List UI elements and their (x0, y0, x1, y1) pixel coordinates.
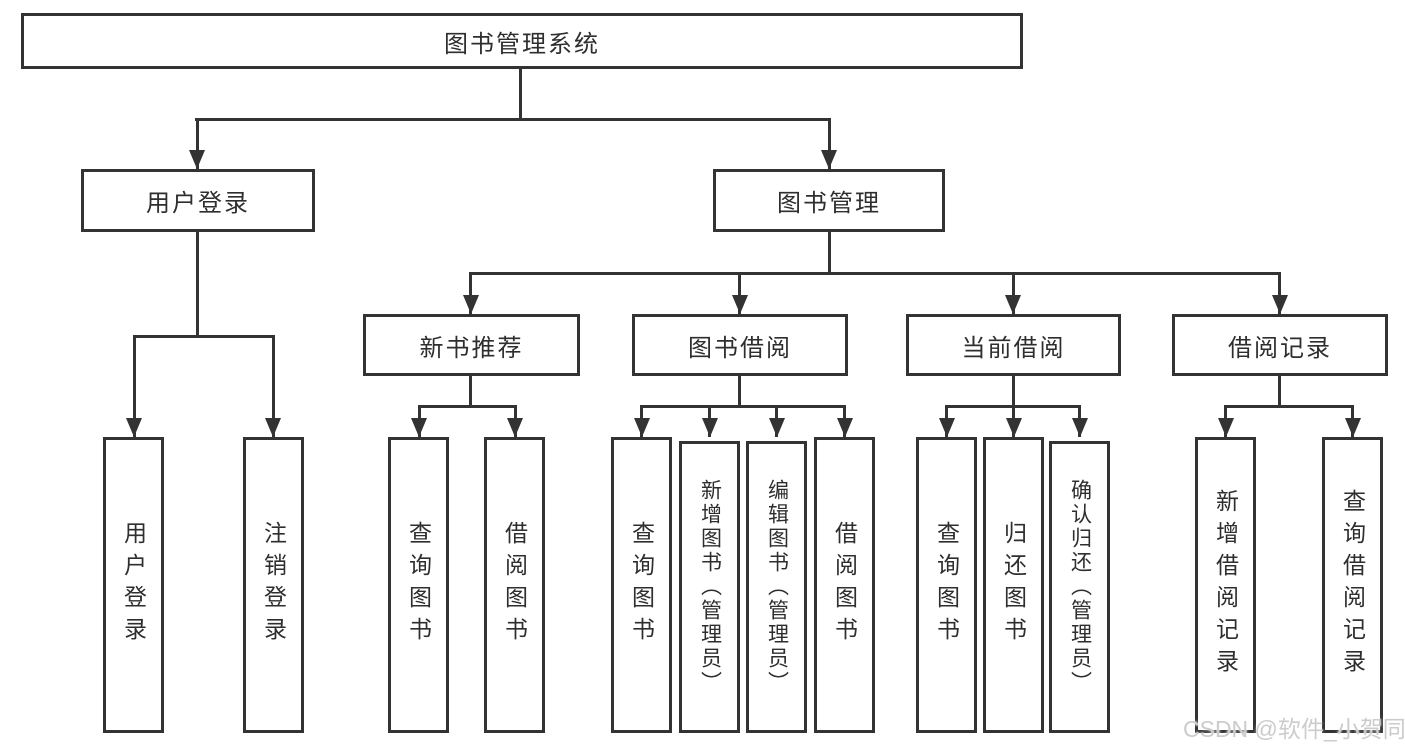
arrowhead-leaf-user-login (126, 418, 142, 437)
node-book-management: 图书管理 (713, 169, 945, 232)
node-user-login: 用户登录 (81, 169, 315, 232)
arrowhead-book-borrow (732, 295, 748, 314)
leaf-cb-confirm-return-admin-label: 确认归还（管理员） (1068, 479, 1092, 695)
arrowhead-user-login (189, 150, 205, 169)
node-root-label: 图书管理系统 (444, 30, 600, 58)
connector-bb-stem (738, 376, 741, 405)
arrowhead-cb-leaf3 (1072, 418, 1088, 437)
leaf-cb-query-books: 查询图书 (916, 437, 977, 733)
node-borrow-records-label: 借阅记录 (1228, 334, 1332, 362)
node-book-borrow-label: 图书借阅 (688, 334, 792, 362)
arrowhead-current-borrow (1005, 295, 1021, 314)
leaf-cb-query-books-label: 查询图书 (933, 521, 960, 649)
node-book-borrow: 图书借阅 (632, 314, 848, 376)
node-user-login-label: 用户登录 (146, 190, 250, 217)
connector-nbr-stem (469, 376, 472, 405)
connector-root-bar (195, 118, 831, 121)
arrowhead-br-leaf1 (1218, 418, 1234, 437)
csdn-watermark: CSDN @软件_小贺同学 (1183, 716, 1405, 742)
arrowhead-bb-leaf2 (702, 418, 718, 437)
arrowhead-bb-leaf4 (837, 418, 853, 437)
leaf-nbr-query-books-label: 查询图书 (405, 521, 432, 649)
leaf-bb-borrow-books: 借阅图书 (814, 437, 875, 733)
leaf-bb-edit-books-admin-label: 编辑图书（管理员） (765, 479, 789, 695)
leaf-br-add-record: 新增借阅记录 (1195, 437, 1256, 733)
connector-to-borrow-records (1278, 272, 1281, 314)
connector-nbr-bar (418, 405, 517, 408)
leaf-user-login: 用户登录 (103, 437, 164, 733)
node-borrow-records: 借阅记录 (1172, 314, 1388, 376)
node-root: 图书管理系统 (21, 13, 1023, 69)
connector-user-login-stem (196, 232, 199, 335)
arrowhead-nbr-leaf2 (507, 418, 523, 437)
leaf-logout-label: 注销登录 (260, 521, 287, 649)
connector-br-bar (1224, 405, 1354, 408)
leaf-cb-return-books-label: 归还图书 (1000, 521, 1027, 649)
leaf-bb-add-books-admin-label: 新增图书（管理员） (698, 479, 722, 695)
leaf-bb-borrow-books-label: 借阅图书 (831, 521, 858, 649)
leaf-bb-query-books: 查询图书 (611, 437, 672, 733)
leaf-bb-add-books-admin: 新增图书（管理员） (679, 441, 740, 733)
node-current-borrow: 当前借阅 (906, 314, 1121, 376)
leaf-user-login-label: 用户登录 (120, 521, 147, 649)
arrowhead-cb-leaf2 (1006, 418, 1022, 437)
connector-book-management-bar (469, 272, 1281, 275)
leaf-bb-query-books-label: 查询图书 (628, 521, 655, 649)
arrowhead-book-management (821, 150, 837, 169)
leaf-cb-return-books: 归还图书 (983, 437, 1044, 733)
connector-to-book-management (828, 118, 831, 169)
node-new-book-recommend-label: 新书推荐 (419, 334, 524, 362)
leaf-br-add-record-label: 新增借阅记录 (1212, 489, 1239, 681)
leaf-br-query-record: 查询借阅记录 (1322, 437, 1383, 733)
connector-to-leaf-logout (272, 335, 275, 437)
connector-to-book-borrow (738, 272, 741, 314)
node-current-borrow-label: 当前借阅 (961, 334, 1066, 362)
arrowhead-new-book-recommend (463, 295, 479, 314)
leaf-nbr-borrow-books-label: 借阅图书 (501, 521, 528, 649)
connector-book-management-stem (828, 232, 831, 272)
arrowhead-bb-leaf3 (769, 418, 785, 437)
arrowhead-nbr-leaf1 (411, 418, 427, 437)
arrowhead-bb-leaf1 (634, 418, 650, 437)
connector-to-user-login (196, 118, 199, 169)
leaf-br-query-record-label: 查询借阅记录 (1339, 489, 1366, 681)
arrowhead-leaf-logout (265, 418, 281, 437)
connector-to-current-borrow (1012, 272, 1015, 314)
node-book-management-label: 图书管理 (777, 190, 881, 217)
arrowhead-borrow-records (1272, 295, 1288, 314)
leaf-nbr-query-books: 查询图书 (388, 437, 449, 733)
connector-br-stem (1278, 376, 1281, 405)
leaf-logout: 注销登录 (243, 437, 304, 733)
leaf-bb-edit-books-admin: 编辑图书（管理员） (746, 441, 807, 733)
leaf-nbr-borrow-books: 借阅图书 (484, 437, 545, 733)
node-new-book-recommend: 新书推荐 (363, 314, 580, 376)
connector-to-leaf-user-login (133, 335, 136, 437)
arrowhead-cb-leaf1 (939, 418, 955, 437)
connector-to-new-book-recommend (469, 272, 472, 314)
arrowhead-br-leaf2 (1345, 418, 1361, 437)
connector-user-login-bar (133, 335, 275, 338)
connector-root-stem (519, 69, 522, 118)
leaf-cb-confirm-return-admin: 确认归还（管理员） (1049, 441, 1110, 733)
connector-bb-bar (640, 405, 846, 408)
connector-cb-stem (1012, 376, 1015, 405)
